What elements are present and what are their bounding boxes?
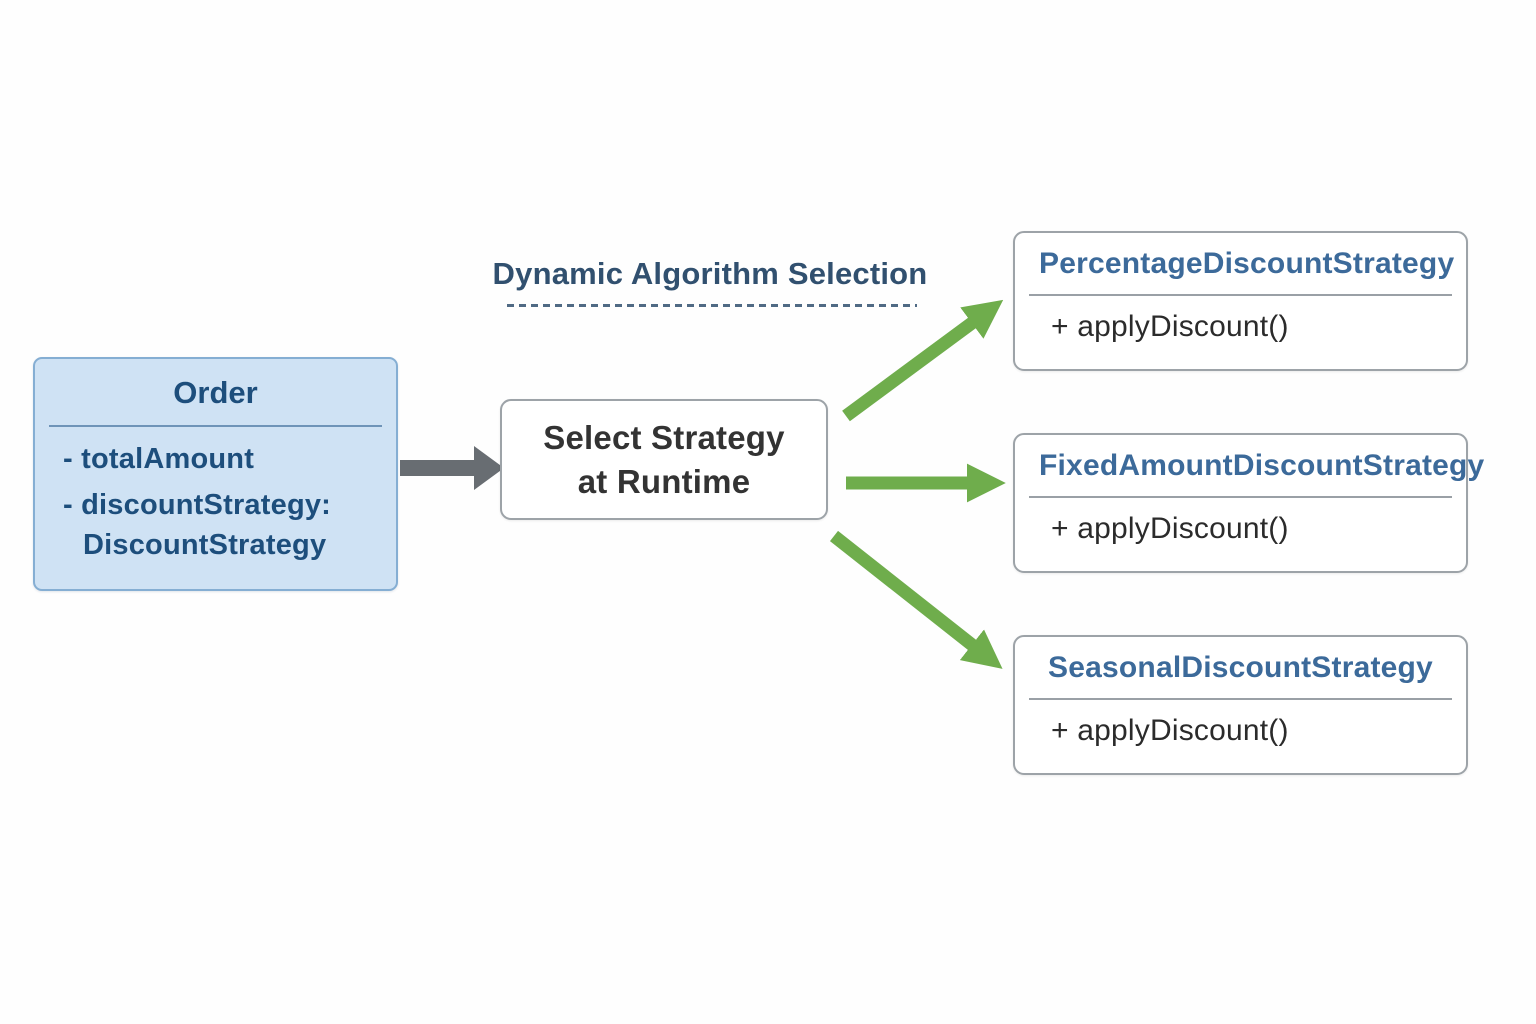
select-strategy-label-line1: Select Strategy — [543, 418, 785, 456]
fixed-amount-discount-strategy-divider — [1029, 496, 1452, 498]
seasonal-discount-strategy-divider — [1029, 698, 1452, 700]
diagram-title: Dynamic Algorithm Selection — [492, 256, 928, 291]
order-class-title: Order — [173, 375, 258, 410]
order-class-box: Order - totalAmount - discountStrategy: … — [33, 357, 398, 591]
percentage-discount-strategy-title: PercentageDiscountStrategy — [1039, 247, 1455, 280]
select-strategy-label-line2: at Runtime — [577, 462, 751, 500]
order-attr-discount-strategy-type: DiscountStrategy — [83, 529, 327, 561]
fixed-amount-discount-strategy-box: FixedAmountDiscountStrategy + applyDisco… — [1013, 433, 1485, 573]
percentage-discount-strategy-box: PercentageDiscountStrategy + applyDiscou… — [1013, 231, 1468, 371]
seasonal-discount-strategy-box: SeasonalDiscountStrategy + applyDiscount… — [1013, 635, 1468, 775]
selector-to-seasonal-arrow — [829, 530, 1003, 669]
select-strategy-box: Select Strategy at Runtime — [500, 399, 828, 520]
seasonal-discount-strategy-method: + applyDiscount() — [1051, 714, 1289, 747]
percentage-discount-strategy-method: + applyDiscount() — [1051, 310, 1289, 343]
diagram-title-dashed-underline — [507, 304, 917, 307]
order-class-divider — [49, 425, 382, 427]
order-attr-discount-strategy: - discountStrategy: — [63, 489, 332, 521]
percentage-discount-strategy-divider — [1029, 294, 1452, 296]
fixed-amount-discount-strategy-title: FixedAmountDiscountStrategy — [1039, 449, 1485, 482]
fixed-amount-discount-strategy-method: + applyDiscount() — [1051, 512, 1289, 545]
selector-to-percentage-arrow — [842, 299, 1004, 422]
order-attr-total-amount: - totalAmount — [63, 443, 255, 475]
seasonal-discount-strategy-title: SeasonalDiscountStrategy — [1048, 651, 1433, 684]
order-to-selector-arrow — [400, 446, 504, 490]
